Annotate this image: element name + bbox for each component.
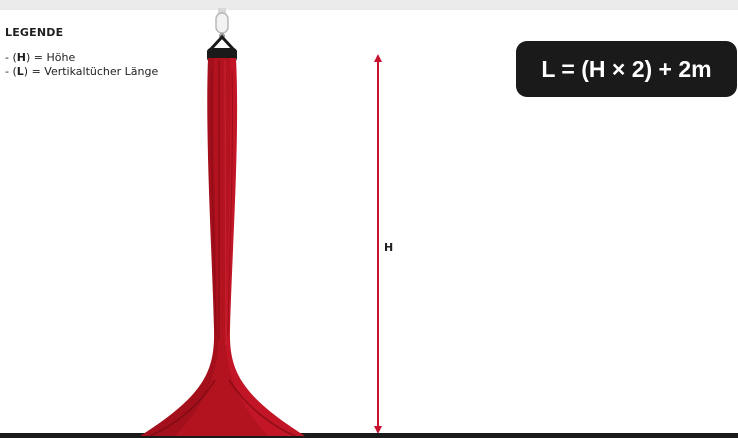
ceiling-hook-icon xyxy=(215,8,229,39)
legend: LEGENDE - (H) = Höhe - (L) = Vertikaltüc… xyxy=(5,26,158,79)
legend-title: LEGENDE xyxy=(5,26,64,39)
legend-item-length: - (L) = Vertikaltücher Länge xyxy=(5,65,159,78)
formula-box: L = (H × 2) + 2m xyxy=(516,41,737,97)
arrow-up-icon xyxy=(374,54,382,62)
legend-item-height: - (H) = Höhe xyxy=(5,51,76,64)
height-label: H xyxy=(384,241,394,254)
aerial-fabric xyxy=(140,58,305,437)
arrow-down-icon xyxy=(374,426,382,434)
floor xyxy=(0,433,738,438)
ceiling xyxy=(0,0,738,10)
height-dimension-line xyxy=(374,54,382,434)
